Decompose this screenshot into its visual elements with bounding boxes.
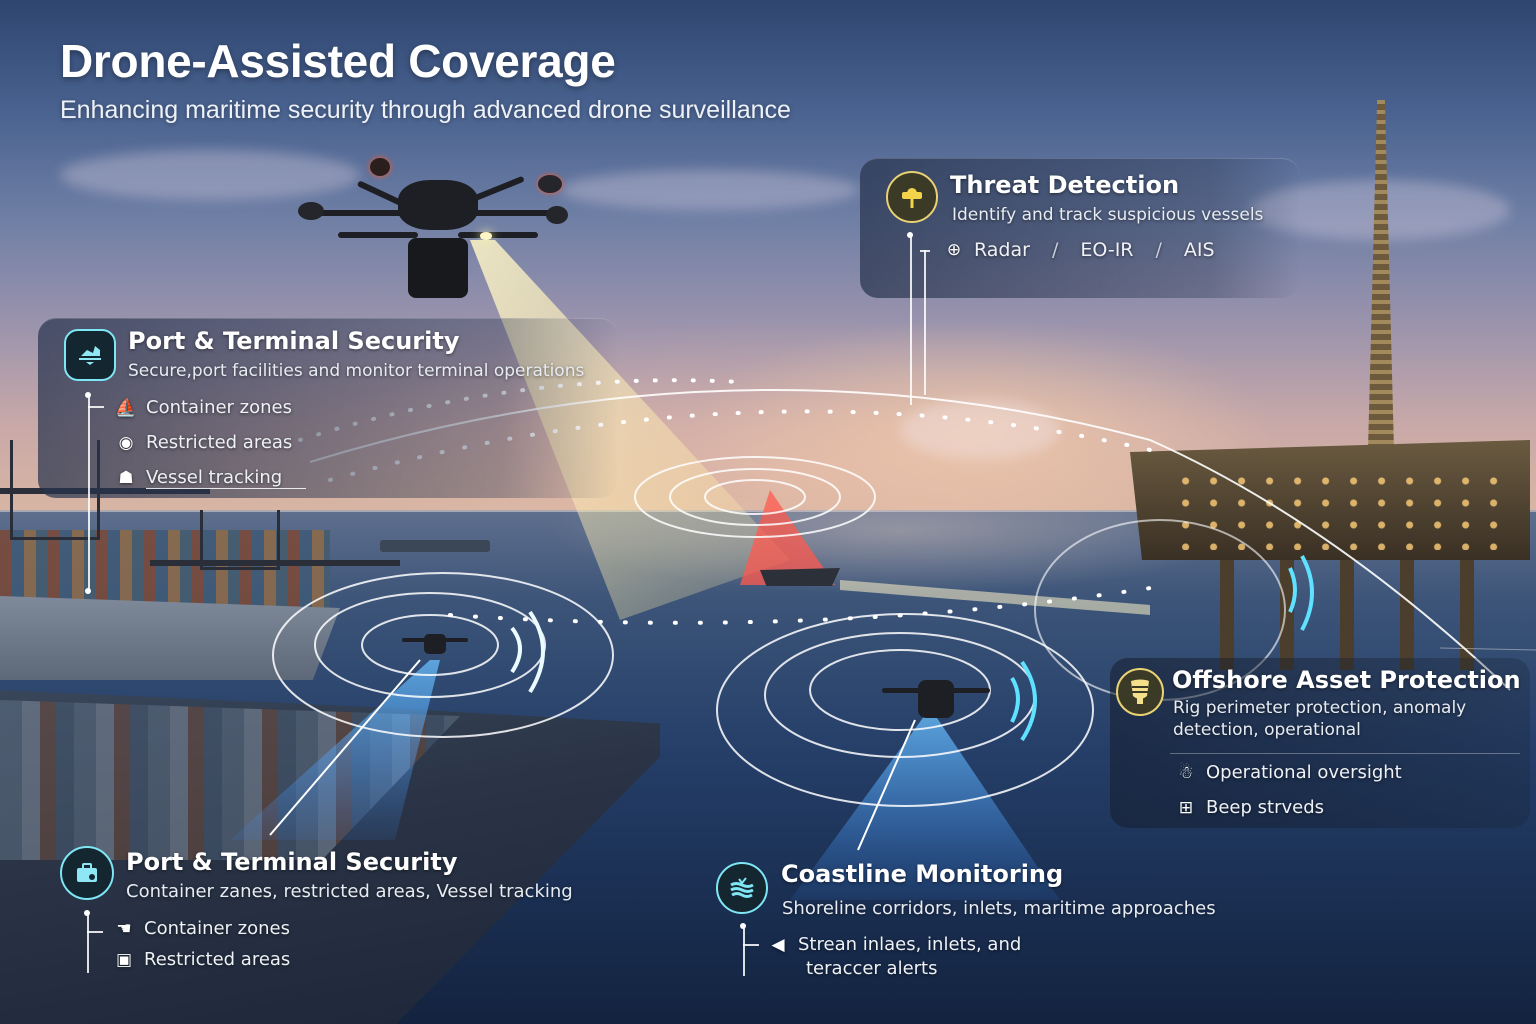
offshore-asset-panel: Offshore Asset Protection Rig perimeter … [1110, 658, 1530, 828]
coastline-monitoring-panel: Coastline Monitoring Shoreline corridors… [706, 852, 1286, 992]
offshore-description-line1: Rig perimeter protection, anomaly [1173, 698, 1467, 718]
connector-line [743, 926, 745, 976]
port-terminal-bottom-title: Port & Terminal Security [126, 848, 458, 876]
sensor-radar: Radar [974, 239, 1030, 261]
container-ship [0, 596, 340, 680]
port-terminal-top-panel: Port & Terminal Security Secure,port fac… [38, 318, 618, 498]
alert-horn-icon: ◀ [771, 934, 785, 955]
shield-icon [1116, 668, 1164, 716]
quadcopter-drone [402, 628, 468, 662]
coastline-title: Coastline Monitoring [781, 860, 1064, 888]
sensor-eo-ir: EO-IR [1080, 239, 1134, 261]
offshore-title: Offshore Asset Protection [1172, 666, 1521, 694]
quadcopter-drone [882, 672, 990, 724]
connector-line [88, 395, 90, 590]
page-subtitle: Enhancing maritime security through adva… [60, 96, 791, 124]
sensor-ais: AIS [1183, 239, 1215, 261]
threat-detection-description: Identify and track suspicious vessels [952, 205, 1264, 225]
threat-detection-title: Threat Detection [950, 171, 1180, 199]
waves-icon [716, 862, 768, 914]
operator-icon: ☃ [1178, 762, 1194, 783]
connector-line [87, 913, 89, 973]
list-item: ☗ Vessel tracking [116, 467, 282, 488]
list-item: ☚ Container zones [114, 918, 290, 939]
port-terminal-top-description: Secure,port facilities and monitor termi… [128, 361, 585, 381]
tracking-icon: ☗ [118, 467, 134, 488]
threat-detection-panel: Threat Detection Identify and track susp… [860, 158, 1300, 298]
hexacopter-drone [298, 150, 568, 310]
grid-icon: ⊞ [1178, 797, 1194, 818]
page-title: Drone-Assisted Coverage [60, 35, 616, 87]
offshore-description-line2: detection, operational [1173, 720, 1361, 740]
crane-icon: ☚ [116, 918, 132, 939]
list-item: ⛵ Container zones [115, 397, 293, 418]
sensor-list: ⊕ Radar / EO-IR / AIS [944, 239, 1215, 261]
connector-line [924, 250, 926, 395]
port-terminal-bottom-panel: Port & Terminal Security Container zanes… [50, 838, 610, 988]
container-icon: ⛵ [115, 397, 137, 418]
port-crane [200, 510, 280, 570]
connector-line [910, 235, 912, 405]
suspicious-vessel [760, 568, 840, 586]
coastline-description: Shoreline corridors, inlets, maritime ap… [782, 898, 1216, 919]
list-item: ◉ Restricted areas [116, 432, 293, 453]
list-item: ☃ Operational oversight [1176, 762, 1401, 783]
camera-icon: ▣ [115, 949, 133, 970]
list-item: ▣ Restricted areas [115, 949, 291, 970]
list-item: ⊞ Beep strveds [1176, 797, 1324, 818]
toolbox-icon [60, 846, 114, 900]
port-terminal-top-title: Port & Terminal Security [128, 327, 460, 355]
target-crosshair-icon [886, 171, 938, 223]
distant-vessel [380, 540, 490, 552]
container-stacks [0, 530, 330, 610]
ship-port-icon [64, 329, 116, 381]
crosshair-icon: ⊕ [946, 240, 962, 260]
restricted-icon: ◉ [118, 432, 134, 453]
port-terminal-bottom-description: Container zanes, restricted areas, Vesse… [126, 881, 573, 902]
divider [1170, 753, 1520, 754]
list-item: ◀ Strean inlaes, inlets, and [768, 934, 1021, 955]
list-item-continued: teraccer alerts [806, 958, 938, 979]
